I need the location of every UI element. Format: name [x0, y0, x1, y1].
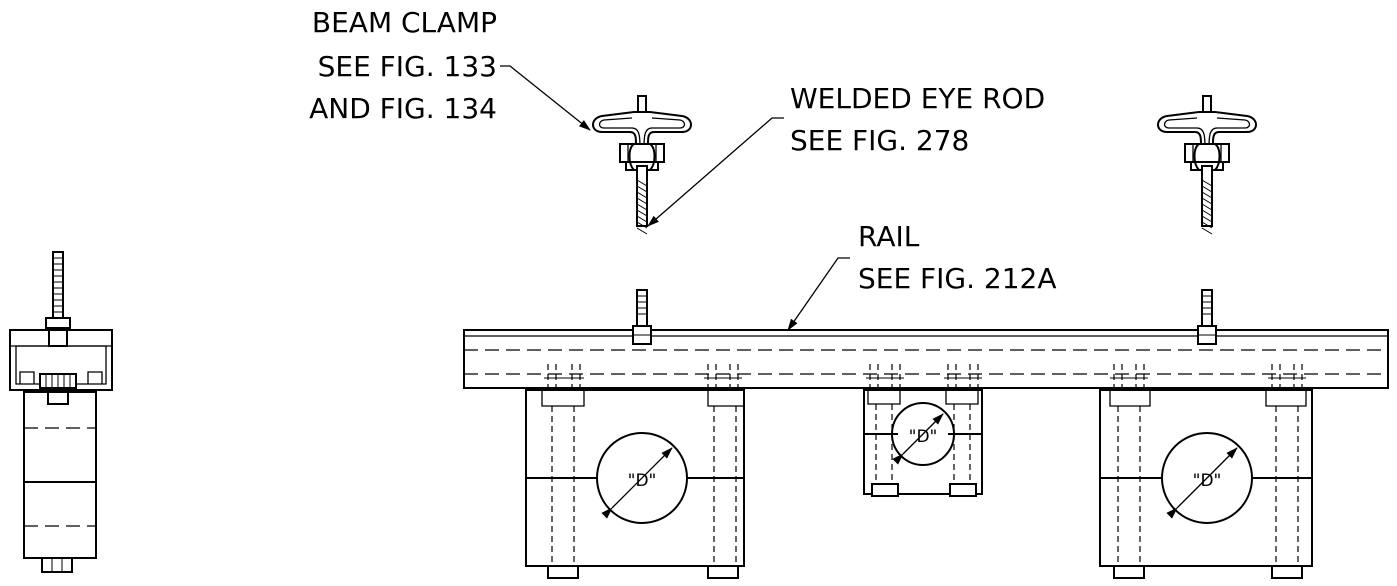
pipe-clamp-left: [525, 389, 745, 579]
beam-clamp-callout: BEAM CLAMP SEE FIG. 133 AND FIG. 134: [309, 6, 497, 125]
eye-rod-callout: WELDED EYE ROD SEE FIG. 278: [790, 82, 1045, 157]
beam-clamp-line-1: BEAM CLAMP: [312, 6, 497, 39]
eye-rod-line-2: SEE FIG. 278: [790, 124, 969, 157]
pipe-clamp-right: [1099, 389, 1313, 579]
rail-line-1: RAIL: [858, 220, 920, 253]
rail-callout: RAIL SEE FIG. 212A: [858, 220, 1057, 295]
beam-clamp-left: [592, 95, 692, 235]
beam-clamp-line-2: SEE FIG. 133: [318, 50, 497, 83]
diameter-label-left: "D": [628, 471, 657, 491]
rail-line-2: SEE FIG. 212A: [858, 262, 1057, 295]
side-view: [9, 251, 113, 573]
eye-rod-line-1: WELDED EYE ROD: [790, 82, 1045, 115]
beam-clamp-line-3: AND FIG. 134: [309, 92, 497, 125]
callout-leaders: [500, 65, 850, 331]
beam-clamp-right: [1157, 95, 1257, 235]
pipe-clamp-middle: [863, 389, 983, 497]
diameter-label-middle: "D": [909, 427, 938, 447]
diameter-label-right: "D": [1193, 471, 1222, 491]
rail: [463, 289, 1389, 392]
